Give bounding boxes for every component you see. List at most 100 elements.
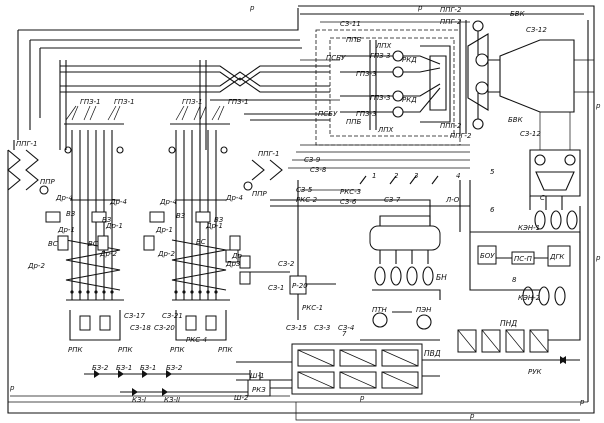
crossover-pipes [59,60,330,150]
label-rpk-b: РПК [118,346,133,354]
label-v3-b: ВЗ [102,216,112,224]
label-gpz1-a: ГПЗ-1 [80,98,101,106]
label-dr3: Др3 [225,260,240,268]
label-gpz1-c: ГПЗ-1 [182,98,203,106]
label-dr4-d: Др-4 [225,194,243,202]
label-dr-gen: Др [231,252,242,260]
label-n3: 3 [414,172,418,180]
label-v3-d: ВЗ [214,216,224,224]
label-rks3: РКС-3 [340,188,361,196]
label-s: С [540,194,545,202]
label-p-3: р [595,102,601,110]
label-bz1-a: БЗ-1 [116,364,132,372]
label-ppg1-right: ППГ-1 [258,150,279,158]
label-gpz1-d: ГПЗ-1 [228,98,249,106]
label-v3-c: ВЗ [176,212,186,220]
label-sz1: СЗ-1 [268,284,284,292]
label-dr4-c: Др-4 [159,198,177,206]
label-p-4: р [595,254,601,262]
label-sz12-bot: СЗ-12 [520,130,541,138]
label-rks1: РКС-1 [302,304,323,312]
label-p-5: р [359,394,365,402]
ppg1-heaters [7,140,283,195]
label-dr1-a: Др-1 [57,226,75,234]
label-gpz1-b: ГПЗ-1 [114,98,135,106]
label-p-8: р [579,398,585,406]
label-bz2-a: БЗ-2 [92,364,109,372]
label-sz3: СЗ-3 [314,324,330,332]
label-p-2: р [417,4,423,12]
label-bs-a: ВС [48,240,58,248]
condensate-treatment [469,196,581,306]
label-rkz: РКЗ [252,386,266,394]
label-sz5: СЗ-5 [296,186,313,194]
pnd-heaters [440,206,581,361]
label-sh1: Ш-1 [250,372,264,380]
label-lo: Л-О [445,196,460,204]
label-dr1-c: Др-1 [155,226,173,234]
label-ppg2-c: ППГ-2 [440,122,462,130]
label-dr2-c: Др-2 [157,250,175,258]
superheater-columns [64,105,230,341]
label-ppb-bot: ППБ [346,118,362,126]
label-sz17: СЗ-17 [124,312,145,320]
label-ppg2-b: ППГ-2 [440,18,462,26]
control-dashed-area [288,29,470,169]
label-lpkh-top: ЛПХ [375,42,392,50]
deaerator-pumps [360,215,441,341]
label-gpz3-b: ГПЗ-3 [356,70,377,78]
label-ptn: ПТН [372,306,388,314]
label-rpk-c: РПК [170,346,185,354]
label-pen: ПЭН [416,306,432,314]
label-sz8: СЗ-8 [310,166,327,174]
label-n4: 4 [456,172,460,180]
pvd-heaters [236,343,460,395]
label-bz1-b: БЗ-1 [140,364,156,372]
label-r20: Р-20 [292,282,308,290]
label-dr1-d: Др-1 [205,222,223,230]
outer-pipe-loops [7,5,595,421]
label-gpz3-d: ГПЗ-3 [356,110,377,118]
label-psbu-top: ПСБУ [326,54,346,62]
label-sz20: СЗ-20 [154,324,175,332]
label-sh2: Ш-2 [234,394,249,402]
label-ruk: РУК [528,368,542,376]
label-pnd: ПНД [500,319,517,328]
label-rks4: РКС-4 [186,336,207,344]
label-bbk-bot: БВК [508,116,524,124]
label-bn: БН [436,273,447,282]
bottom-valve-row [84,356,566,397]
label-rpk-d: РПК [218,346,233,354]
label-p-1: р [249,4,255,12]
label-p-7: р [9,384,15,392]
middle-section [250,175,471,320]
label-dr2-b: Др-2 [99,250,117,258]
label-n6: 6 [490,206,495,214]
label-rks2: РКС-2 [296,196,318,204]
drain-valve-rows [45,211,251,285]
label-sz18: СЗ-18 [130,324,151,332]
label-ppg1-left: ППГ-1 [16,140,37,148]
label-sz9: СЗ-9 [304,156,321,164]
label-sz21: СЗ-21 [162,312,183,320]
label-kz2: КЗ-II [164,396,180,404]
label-sz6: СЗ-6 [340,198,357,206]
label-v3-a: ВЗ [66,210,76,218]
label-dr2-a: Др-2 [27,262,45,270]
label-n5: 5 [490,168,495,176]
label-dr4-a: Др-4 [55,194,73,202]
label-ken1: КЭН-1 [518,224,540,232]
label-lpkh-bot: ЛПХ [377,126,394,134]
label-bbk-top: БВК [510,10,526,18]
label-dr1-b: Др-1 [105,222,123,230]
label-bs-b: ВС [88,240,98,248]
label-gpz3-a: ГПЗ-3 [370,52,391,60]
label-bz2-b: БЗ-2 [166,364,183,372]
label-bou: БОУ [480,252,495,260]
label-sz7: СЗ-7 [384,196,401,204]
label-bs-c: ВС [196,238,206,246]
label-ppg2-a: ППГ-2 [440,6,462,14]
label-sz4: СЗ-4 [338,324,354,332]
